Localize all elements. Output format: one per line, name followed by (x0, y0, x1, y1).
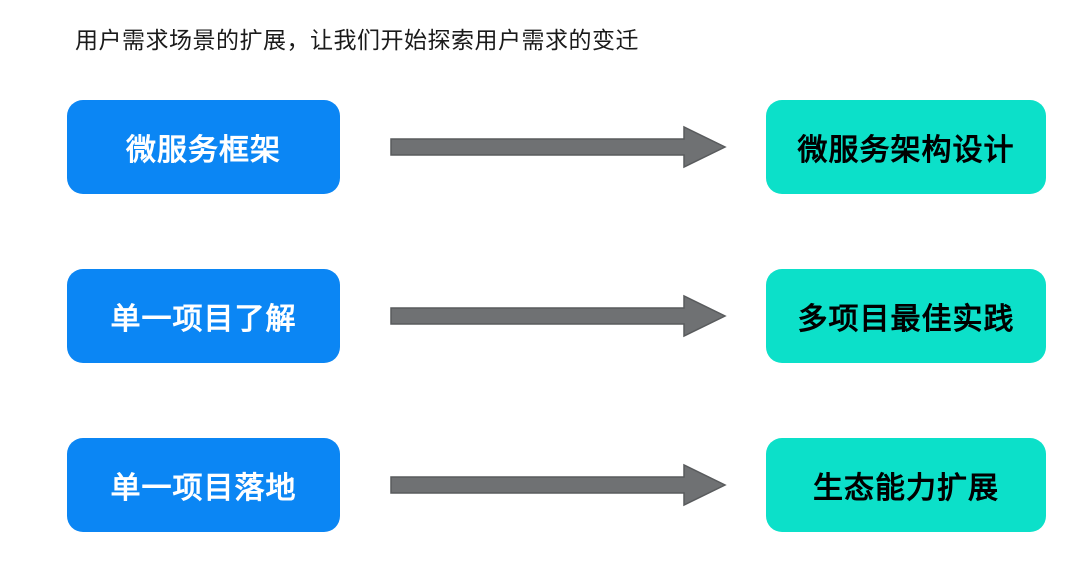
arrow-right-icon (390, 125, 727, 169)
flow-row: 单一项目了解 多项目最佳实践 (67, 269, 1047, 363)
source-box: 微服务框架 (67, 100, 340, 194)
target-box: 多项目最佳实践 (766, 269, 1046, 363)
target-box: 生态能力扩展 (766, 438, 1046, 532)
slide-title: 用户需求场景的扩展，让我们开始探索用户需求的变迁 (75, 27, 639, 53)
source-box: 单一项目落地 (67, 438, 340, 532)
target-box: 微服务架构设计 (766, 100, 1046, 194)
source-box: 单一项目了解 (67, 269, 340, 363)
flow-row: 单一项目落地 生态能力扩展 (67, 438, 1047, 532)
arrow-right-icon (390, 294, 727, 338)
flow-row: 微服务框架 微服务架构设计 (67, 100, 1047, 194)
arrow-right-icon (390, 463, 727, 507)
